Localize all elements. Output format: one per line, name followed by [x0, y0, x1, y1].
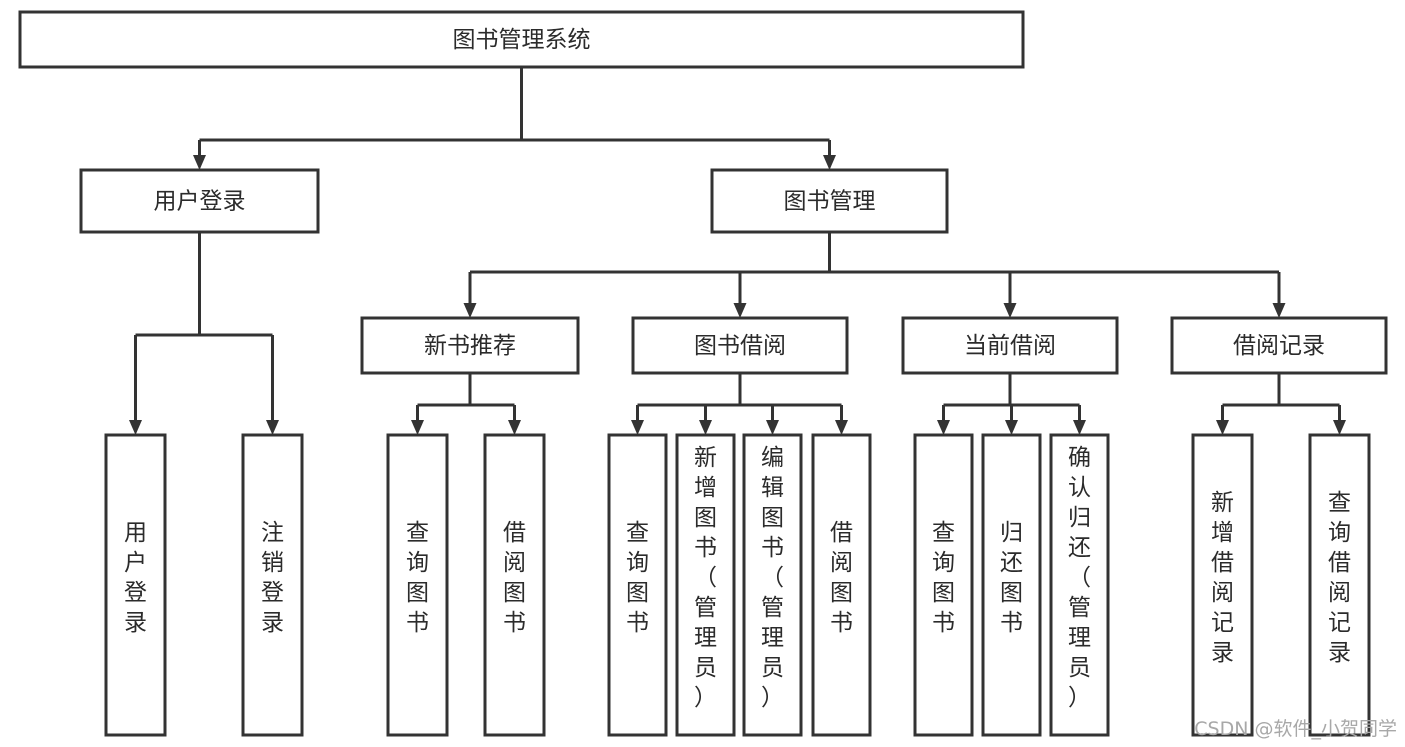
node-leaf-user-login[interactable]: 用户登录 [104, 433, 167, 737]
node-leaf-confirm[interactable]: 确认归还（管理员） [1049, 433, 1110, 737]
node-label-leaf-borrow-2: 借阅图书 [830, 520, 853, 636]
node-box-leaf-query-1 [386, 433, 449, 737]
arrowhead-leaf-query-3 [937, 420, 950, 435]
node-box-leaf-return [981, 433, 1042, 737]
arrowhead-newbook [463, 303, 477, 318]
arrowhead-current [1003, 303, 1017, 318]
node-box-leaf-user-login [104, 433, 167, 737]
node-box-leaf-logout [241, 433, 304, 737]
arrowhead-leaf-query-record [1333, 420, 1346, 435]
node-label-leaf-confirm: 确认归还（管理员） [1068, 445, 1091, 711]
node-label-records: 借阅记录 [1233, 333, 1325, 359]
node-label-borrow: 图书借阅 [694, 333, 786, 359]
node-current[interactable]: 当前借阅 [901, 316, 1119, 375]
node-leaf-borrow-2[interactable]: 借阅图书 [811, 433, 872, 737]
node-leaf-query-2[interactable]: 查询图书 [607, 433, 668, 737]
arrowhead-leaf-query-1 [411, 420, 424, 435]
node-newbook[interactable]: 新书推荐 [360, 316, 580, 375]
node-label-leaf-borrow-1: 借阅图书 [503, 520, 526, 636]
node-box-borrow [631, 316, 849, 375]
node-records[interactable]: 借阅记录 [1170, 316, 1388, 375]
arrowhead-leaf-logout [266, 420, 279, 435]
node-box-leaf-add-record [1191, 433, 1254, 737]
node-label-leaf-query-record: 查询借阅记录 [1328, 490, 1351, 666]
arrowhead-leaf-add-record [1216, 420, 1229, 435]
node-label-leaf-query-1: 查询图书 [406, 520, 429, 636]
node-leaf-query-1[interactable]: 查询图书 [386, 433, 449, 737]
connectors-layer [129, 67, 1346, 435]
node-label-newbook: 新书推荐 [424, 333, 516, 359]
node-box-leaf-add-book [675, 433, 736, 737]
node-label-current: 当前借阅 [964, 333, 1056, 359]
node-box-current [901, 316, 1119, 375]
arrowhead-leaf-return [1005, 420, 1018, 435]
arrowhead-leaf-confirm [1073, 420, 1086, 435]
node-label-leaf-edit-book: 编辑图书（管理员） [761, 445, 784, 711]
node-leaf-edit-book[interactable]: 编辑图书（管理员） [742, 433, 803, 737]
node-label-leaf-add-record: 新增借阅记录 [1211, 490, 1234, 666]
node-box-login [79, 168, 320, 234]
arrowhead-login [193, 155, 206, 170]
node-box-leaf-borrow-2 [811, 433, 872, 737]
arrowhead-leaf-borrow-1 [508, 420, 521, 435]
node-login[interactable]: 用户登录 [79, 168, 320, 234]
node-leaf-add-book[interactable]: 新增图书（管理员） [675, 433, 736, 737]
node-box-leaf-query-3 [913, 433, 974, 737]
node-label-leaf-return: 归还图书 [1000, 520, 1023, 636]
node-label-leaf-query-3: 查询图书 [932, 520, 955, 636]
node-leaf-borrow-1[interactable]: 借阅图书 [483, 433, 546, 737]
node-leaf-logout[interactable]: 注销登录 [241, 433, 304, 737]
node-label-leaf-logout: 注销登录 [261, 520, 284, 636]
node-box-leaf-borrow-1 [483, 433, 546, 737]
node-leaf-add-record[interactable]: 新增借阅记录 [1191, 433, 1254, 737]
arrowhead-leaf-edit-book [766, 420, 779, 435]
arrowhead-records [1272, 303, 1286, 318]
node-leaf-return[interactable]: 归还图书 [981, 433, 1042, 737]
arrowhead-leaf-borrow-2 [835, 420, 848, 435]
node-box-leaf-edit-book [742, 433, 803, 737]
node-leaf-query-3[interactable]: 查询图书 [913, 433, 974, 737]
node-box-root [18, 10, 1025, 69]
node-label-login: 用户登录 [154, 189, 246, 215]
node-label-leaf-user-login: 用户登录 [124, 520, 147, 636]
node-box-newbook [360, 316, 580, 375]
node-bookmgmt[interactable]: 图书管理 [710, 168, 949, 234]
node-label-leaf-query-2: 查询图书 [626, 520, 649, 636]
node-box-leaf-query-record [1308, 433, 1371, 737]
node-label-bookmgmt: 图书管理 [784, 189, 876, 215]
node-box-leaf-confirm [1049, 433, 1110, 737]
node-label-leaf-add-book: 新增图书（管理员） [694, 445, 717, 711]
arrowhead-leaf-query-2 [631, 420, 644, 435]
node-box-leaf-query-2 [607, 433, 668, 737]
arrowhead-leaf-user-login [129, 420, 142, 435]
nodes-layer: 图书管理系统用户登录图书管理新书推荐图书借阅当前借阅借阅记录用户登录注销登录查询… [18, 10, 1388, 737]
node-label-root: 图书管理系统 [453, 27, 591, 53]
node-box-bookmgmt [710, 168, 949, 234]
arrowhead-leaf-add-book [699, 420, 712, 435]
node-box-records [1170, 316, 1388, 375]
arrowhead-bookmgmt [823, 155, 836, 170]
node-leaf-query-record[interactable]: 查询借阅记录 [1308, 433, 1371, 737]
arrowhead-borrow [733, 303, 747, 318]
node-borrow[interactable]: 图书借阅 [631, 316, 849, 375]
node-root[interactable]: 图书管理系统 [18, 10, 1025, 69]
